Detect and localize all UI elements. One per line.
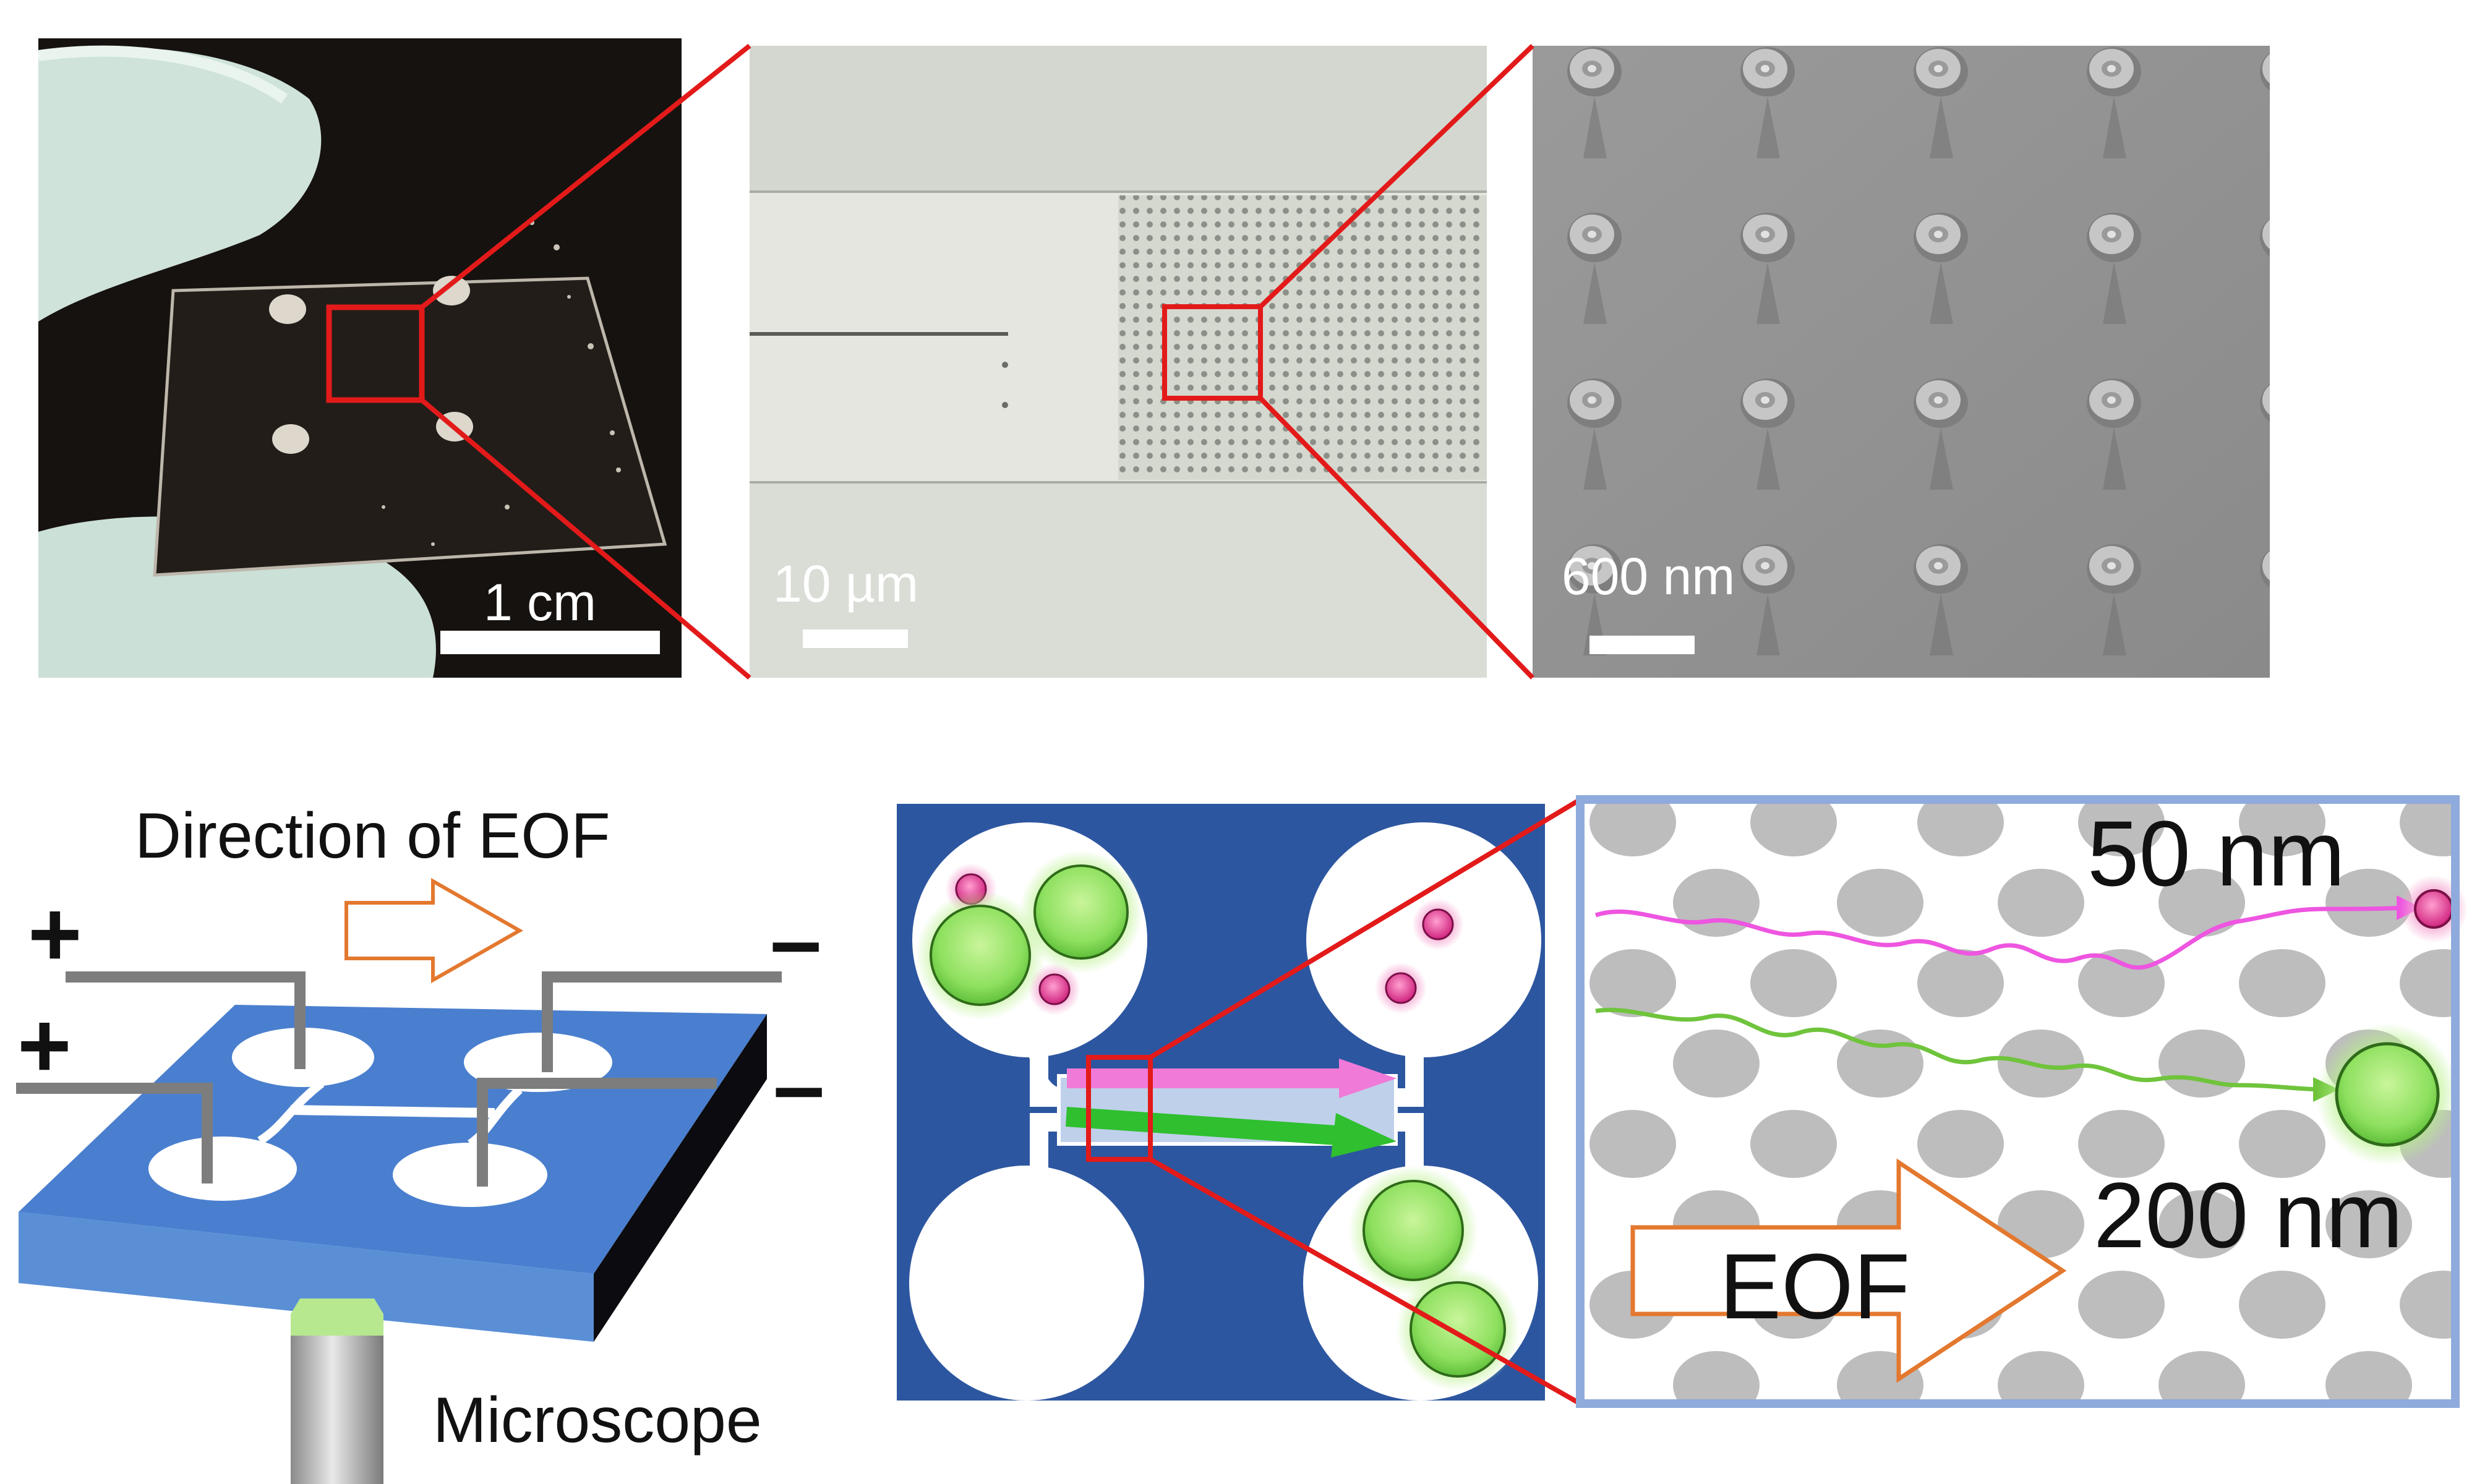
optical-micrograph-panel	[750, 46, 1487, 678]
green-particle-path	[1595, 1007, 2320, 1092]
device-setup	[16, 877, 782, 1484]
green-trajectory-arrow	[1066, 1107, 1397, 1158]
optical-scale-bar	[803, 629, 908, 648]
sem-panel	[1533, 46, 2270, 678]
magenta-trajectory-arrow	[1067, 1059, 1397, 1098]
cathode-sign-bottom: –	[773, 1033, 825, 1137]
microscope-label: Microscope	[433, 1384, 762, 1456]
cathode-sign-top: –	[770, 888, 822, 992]
zoom-connectors-bottom	[1149, 797, 1582, 1406]
anode-sign-bottom: +	[17, 993, 72, 1097]
photo-scale-bar	[440, 631, 660, 654]
zoomed-nanopillar-view	[1576, 795, 2468, 1408]
anode-sign-top: +	[28, 882, 82, 986]
chip-schematic	[897, 804, 1545, 1401]
large-particle-label: 200 nm	[2094, 1163, 2403, 1267]
eof-arrow	[1630, 1158, 2067, 1383]
flow-direction-label: Direction of EOF	[135, 800, 610, 872]
sem-scale-bar	[1589, 636, 1695, 654]
small-particle	[2414, 889, 2453, 929]
small-particle-label: 50 nm	[2087, 801, 2345, 905]
flow-direction-arrow	[344, 877, 524, 984]
optical-scale-label: 10 µm	[773, 555, 919, 613]
eof-arrow-label: EOF	[1719, 1234, 1910, 1338]
large-particle	[2335, 1042, 2440, 1147]
zoom-frame	[1576, 795, 2460, 1408]
magenta-particle-path	[1594, 905, 2406, 970]
zoom-connectors-top	[420, 43, 1534, 680]
photo-scale-label: 1 cm	[484, 573, 597, 631]
sem-scale-label: 600 nm	[1562, 547, 1735, 605]
